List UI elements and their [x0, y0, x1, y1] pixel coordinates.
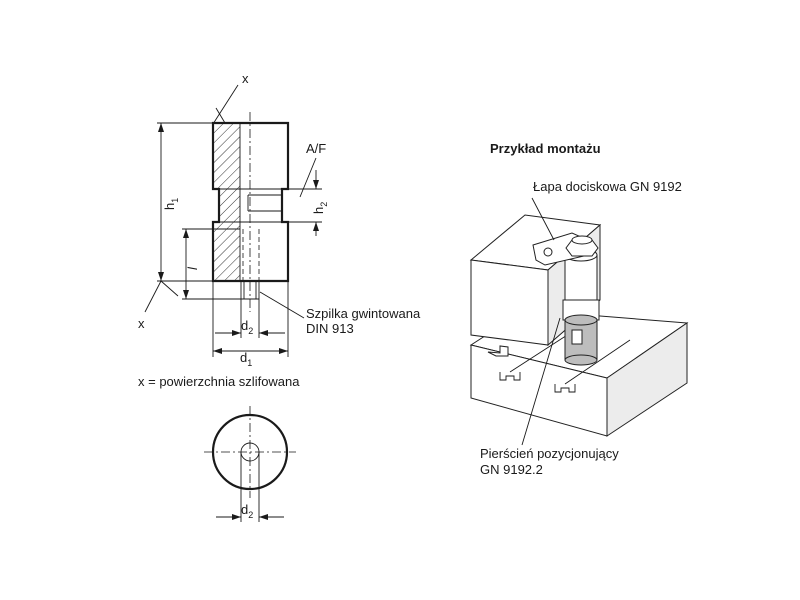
dimension-h1: h1 [162, 198, 180, 210]
set-screw-standard: DIN 913 [306, 321, 354, 336]
dimension-h2: h2 [311, 202, 329, 214]
positioning-ring-label: Pierścień pozycjonujący [480, 446, 619, 461]
ground-surface-marker-bottom: x [138, 316, 145, 331]
dimension-af: A/F [306, 141, 326, 156]
dimension-d2: d2 [241, 318, 253, 336]
dimension-d1: d1 [240, 350, 252, 368]
ground-surface-marker-top: x [242, 71, 249, 86]
top-view: d2 [204, 406, 296, 522]
positioning-ring-standard: GN 9192.2 [480, 462, 543, 477]
set-screw-label: Szpilka gwintowana [306, 306, 421, 321]
ground-surface-legend: x = powierzchnia szlifowana [138, 374, 300, 389]
top-view-dimension-d2: d2 [241, 502, 253, 520]
section-view: x x h1 l A/F h2 Szpilk [138, 71, 421, 368]
mounting-example-title: Przykład montażu [490, 141, 601, 156]
dimension-l: l [185, 266, 200, 270]
clamp-label: Łapa dociskowa GN 9192 [533, 179, 682, 194]
mounting-example: Przykład montażu Łapa dociskowa GN 9192 [469, 141, 689, 477]
section-hatch [213, 123, 240, 281]
